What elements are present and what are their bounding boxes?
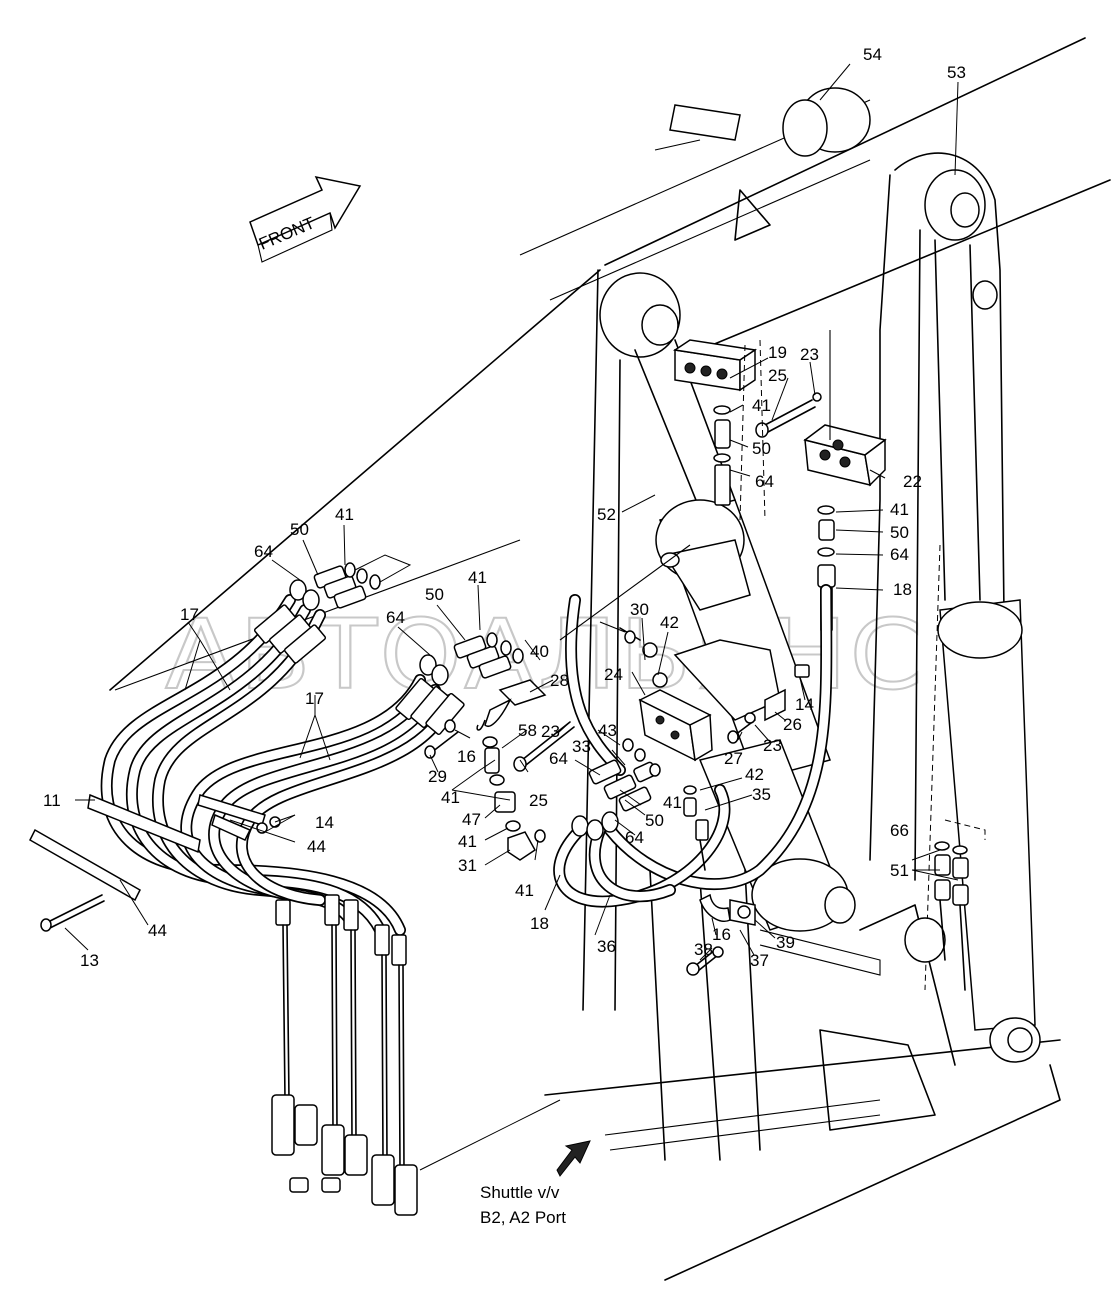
dashed-connectors	[559, 139, 831, 641]
callout-41: 41	[468, 568, 487, 587]
callout-39: 39	[776, 933, 795, 952]
callout-23: 23	[800, 345, 819, 364]
callout-64: 64	[549, 749, 568, 768]
bolt-25-center	[513, 721, 575, 772]
fitting-group-upper-left	[289, 554, 412, 611]
callout-35: 35	[752, 785, 771, 804]
fittings-22	[817, 505, 836, 631]
hose-18-right	[604, 584, 833, 890]
shuttle-valve-fittings	[271, 1094, 561, 1216]
callout-53: 53	[947, 63, 966, 82]
callout-18: 18	[893, 580, 912, 599]
hose-bundle-17	[100, 594, 465, 936]
callout-50: 50	[645, 811, 664, 830]
valve-block-24	[599, 621, 713, 762]
fittings-lower-37-39	[686, 893, 881, 976]
shuttle-arrow-icon	[556, 1140, 591, 1177]
callout-50: 50	[890, 523, 909, 542]
callout-31: 31	[458, 856, 477, 875]
pin-53	[924, 169, 986, 241]
callout-29: 29	[428, 767, 447, 786]
callout-64: 64	[254, 542, 273, 561]
fittings-33-group	[571, 738, 661, 841]
callout-41: 41	[458, 832, 477, 851]
fittings-19	[713, 405, 731, 506]
callout-28: 28	[550, 671, 569, 690]
pin-54	[782, 87, 871, 157]
fittings-51-66	[934, 819, 986, 991]
fittings-35-42	[683, 785, 709, 871]
note-line-2: B2, A2 Port	[480, 1208, 566, 1227]
callout-50: 50	[752, 439, 771, 458]
callout-17: 17	[180, 605, 199, 624]
callout-18: 18	[530, 914, 549, 933]
callout-38: 38	[694, 940, 713, 959]
callout-33: 33	[572, 737, 591, 756]
callout-24: 24	[604, 665, 623, 684]
callout-23: 23	[763, 736, 782, 755]
callout-22: 22	[903, 472, 922, 491]
callout-51: 51	[890, 861, 909, 880]
hoses-36-18	[553, 594, 731, 908]
callout-47: 47	[462, 810, 481, 829]
callout-30: 30	[630, 600, 649, 619]
callout-17: 17	[305, 689, 324, 708]
callout-54: 54	[863, 45, 882, 64]
callout-19: 19	[768, 343, 787, 362]
callout-14: 14	[315, 813, 334, 832]
callout-41: 41	[663, 793, 682, 812]
callout-41: 41	[441, 788, 460, 807]
callout-50: 50	[425, 585, 444, 604]
elbow-28	[476, 679, 547, 731]
callout-13: 13	[80, 951, 99, 970]
callout-25: 25	[768, 366, 787, 385]
boom-cylinder-52	[634, 339, 856, 932]
boom-structure	[109, 37, 1111, 1281]
callout-58: 58	[518, 721, 537, 740]
callout-66: 66	[890, 821, 909, 840]
callout-25: 25	[529, 791, 548, 810]
callout-40: 40	[530, 642, 549, 661]
callout-11: 11	[43, 791, 61, 810]
bolt-13	[40, 894, 105, 932]
callout-64: 64	[386, 608, 405, 627]
callout-36: 36	[597, 937, 616, 956]
bolt-27-nut-14	[727, 664, 810, 744]
note-line-1: Shuttle v/v	[480, 1183, 560, 1202]
boom-hole	[972, 280, 998, 310]
callout-42: 42	[745, 765, 764, 784]
callout-64: 64	[625, 828, 644, 847]
block-19	[669, 104, 758, 392]
callout-41: 41	[752, 396, 771, 415]
callout-44: 44	[148, 921, 167, 940]
fitting-group-upper-center	[419, 632, 524, 686]
callout-50: 50	[290, 520, 309, 539]
leader-lines	[64, 63, 959, 961]
callout-16: 16	[457, 747, 476, 766]
fittings-center	[424, 719, 546, 861]
callout-23: 23	[541, 722, 560, 741]
arm-cylinder-53	[904, 239, 1041, 1063]
callout-43: 43	[598, 721, 617, 740]
callout-numbers: 54 53 19 23 25 41 50 64 22 41 50 64 18 5…	[43, 45, 966, 970]
callout-52: 52	[597, 505, 616, 524]
front-arrow: FRONT	[249, 175, 362, 263]
callout-64: 64	[890, 545, 909, 564]
callout-37: 37	[750, 951, 769, 970]
callout-64: 64	[755, 472, 774, 491]
callout-41: 41	[515, 881, 534, 900]
callout-26: 26	[783, 715, 802, 734]
cylinder-rod-eye	[599, 272, 681, 358]
block-22	[803, 424, 887, 487]
callout-27: 27	[724, 749, 743, 768]
callout-42: 42	[660, 613, 679, 632]
callout-16: 16	[712, 925, 731, 944]
clamp-11-44	[29, 793, 281, 902]
callout-14: 14	[795, 695, 814, 714]
callout-41: 41	[335, 505, 354, 524]
callout-41: 41	[890, 500, 909, 519]
callout-44: 44	[307, 837, 326, 856]
vertical-hoses	[275, 894, 407, 1171]
